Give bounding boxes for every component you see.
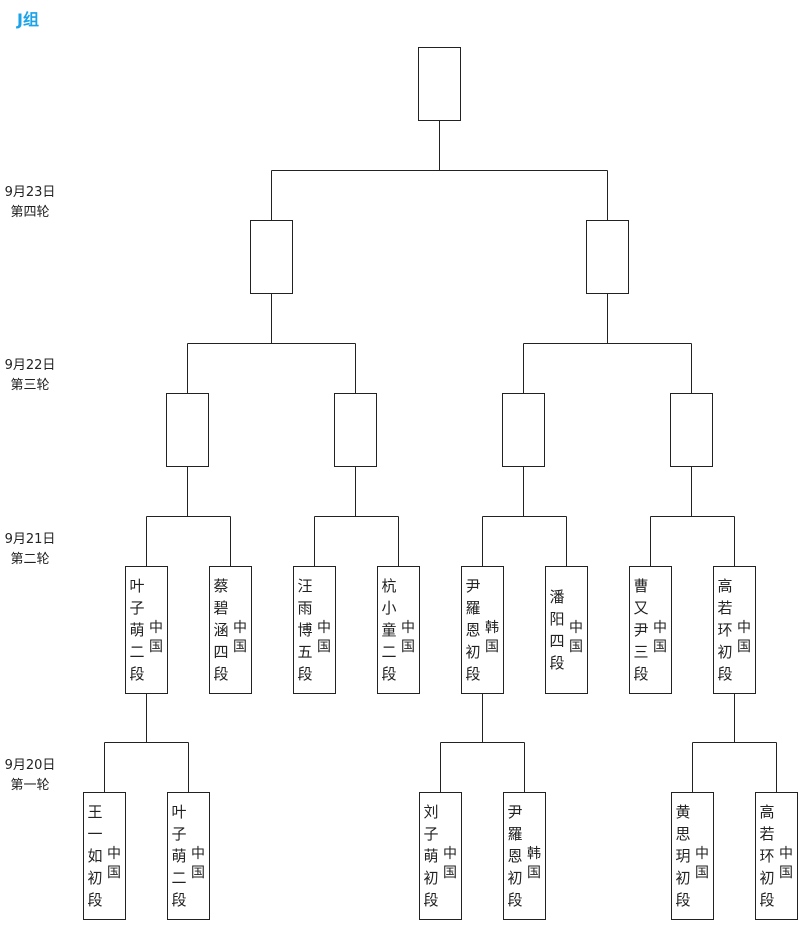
player-box: 汪雨博五段中国 (293, 566, 336, 694)
round-label: 9月20日第一轮 (2, 756, 58, 796)
player-box: 蔡碧涵四段中国 (209, 566, 252, 694)
empty-slot (586, 220, 629, 294)
player-country: 中国 (443, 846, 457, 881)
round-label: 9月22日第三轮 (2, 356, 58, 396)
player-box: 刘子萌初段中国 (419, 792, 462, 920)
round-label: 9月21日第二轮 (2, 530, 58, 570)
player-country: 中国 (401, 620, 415, 655)
player-name: 汪雨博五段 (297, 577, 313, 683)
player-country: 韩国 (527, 846, 541, 881)
player-name: 高若环初段 (759, 803, 775, 909)
player-box: 王一如初段中国 (83, 792, 126, 920)
player-name: 蔡碧涵四段 (213, 577, 229, 683)
player-country: 中国 (569, 620, 583, 655)
player-name: 高若环初段 (717, 577, 733, 683)
player-name: 刘子萌初段 (423, 803, 439, 909)
player-country: 中国 (233, 620, 247, 655)
player-box: 潘阳四段中国 (545, 566, 588, 694)
player-name: 潘阳四段 (549, 588, 565, 672)
player-country: 中国 (653, 620, 667, 655)
player-country: 中国 (107, 846, 121, 881)
player-box: 尹羅恩初段韩国 (503, 792, 546, 920)
round-date: 9月23日 (4, 185, 56, 200)
player-country: 中国 (191, 846, 205, 881)
round-label: 9月23日第四轮 (2, 183, 58, 223)
empty-slot (166, 393, 209, 467)
player-box: 杭小童二段中国 (377, 566, 420, 694)
player-name: 叶子萌二段 (171, 803, 187, 909)
player-name: 叶子萌二段 (129, 577, 145, 683)
round-date: 9月22日 (4, 358, 56, 373)
round-name: 第一轮 (10, 778, 50, 793)
player-box: 高若环初段中国 (755, 792, 798, 920)
player-box: 高若环初段中国 (713, 566, 756, 694)
group-title: J组 (17, 10, 39, 29)
player-box: 黄思玥初段中国 (671, 792, 714, 920)
empty-slot (334, 393, 377, 467)
player-box: 曹又尹三段中国 (629, 566, 672, 694)
player-country: 中国 (695, 846, 709, 881)
player-name: 曹又尹三段 (633, 577, 649, 683)
round-date: 9月20日 (4, 758, 56, 773)
empty-slot (418, 47, 461, 121)
player-country: 中国 (779, 846, 793, 881)
player-country: 中国 (737, 620, 751, 655)
round-name: 第四轮 (10, 205, 50, 220)
player-name: 黄思玥初段 (675, 803, 691, 909)
empty-slot (502, 393, 545, 467)
round-name: 第二轮 (10, 552, 50, 567)
player-country: 中国 (149, 620, 163, 655)
player-box: 尹羅恩初段韩国 (461, 566, 504, 694)
round-date: 9月21日 (4, 532, 56, 547)
round-name: 第三轮 (10, 378, 50, 393)
player-name: 杭小童二段 (381, 577, 397, 683)
player-box: 叶子萌二段中国 (125, 566, 168, 694)
player-name: 尹羅恩初段 (507, 803, 523, 909)
player-country: 中国 (317, 620, 331, 655)
player-name: 尹羅恩初段 (465, 577, 481, 683)
empty-slot (670, 393, 713, 467)
player-name: 王一如初段 (87, 803, 103, 909)
empty-slot (250, 220, 293, 294)
player-box: 叶子萌二段中国 (167, 792, 210, 920)
player-country: 韩国 (485, 620, 499, 655)
